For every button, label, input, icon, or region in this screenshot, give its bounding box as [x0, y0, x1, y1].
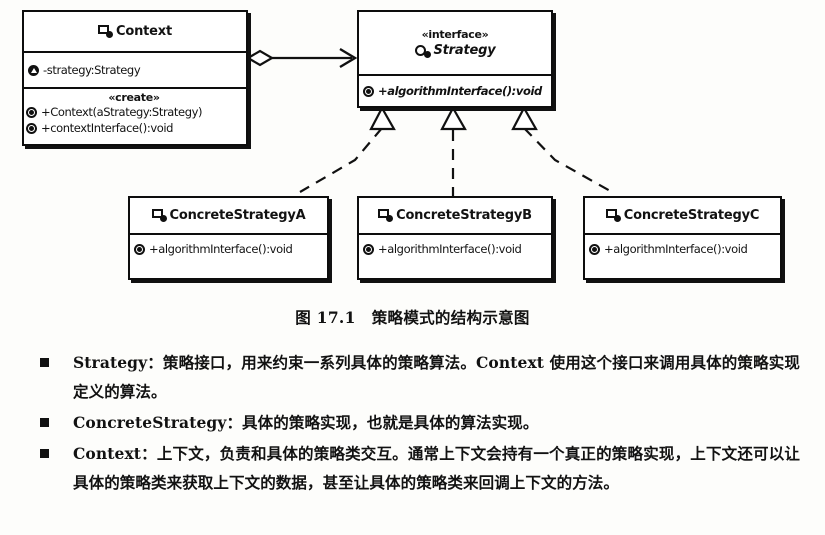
method-icon — [363, 85, 374, 97]
operation-row: +algorithmInterface():void — [363, 241, 547, 257]
strategy-header: «interface» Strategy — [359, 12, 551, 74]
attribute-icon — [28, 64, 39, 76]
relation-realization-concretec-strategy — [511, 105, 613, 193]
uml-class-diagram: Context -strategy:Strategy «create» +Con… — [22, 10, 782, 280]
method-icon — [26, 106, 37, 118]
class-icon — [605, 209, 621, 222]
description-list: Strategy：策略接口，用来约束一系列具体的策略算法。Context 使用这… — [40, 348, 800, 499]
operation-text: +contextInterface():void — [41, 121, 174, 135]
context-header: Context — [24, 12, 246, 51]
class-icon — [98, 25, 114, 38]
interface-icon — [414, 44, 431, 58]
uml-class-concretestrategyb[interactable]: ConcreteStrategyB +algorithmInterface():… — [357, 196, 553, 280]
relation-realization-concretea-strategy — [299, 105, 396, 193]
figure-number: 图 17.1 — [295, 308, 356, 327]
list-item-text: ConcreteStrategy：具体的策略实现，也就是具体的算法实现。 — [73, 413, 539, 432]
create-stereotype: «create» — [108, 91, 160, 104]
uml-class-concretestrategya[interactable]: ConcreteStrategyA +algorithmInterface():… — [128, 196, 329, 280]
relation-realization-concreteb-strategy — [440, 105, 467, 196]
operation-row: +Context(aStrategy:Strategy) — [26, 104, 242, 120]
concreteb-class-name: ConcreteStrategyB — [396, 208, 532, 223]
context-attributes: -strategy:Strategy — [24, 51, 246, 87]
operation-text: +algorithmInterface():void — [149, 242, 293, 256]
bullet-square-icon — [40, 358, 49, 367]
concretec-class-name: ConcreteStrategyC — [623, 208, 760, 223]
list-item: ConcreteStrategy：具体的策略实现，也就是具体的算法实现。 — [40, 408, 800, 437]
uml-class-concretestrategyc[interactable]: ConcreteStrategyC +algorithmInterface():… — [583, 196, 782, 280]
strategy-class-name: Strategy — [433, 43, 496, 58]
class-icon — [151, 209, 167, 222]
list-item: Strategy：策略接口，用来约束一系列具体的策略算法。Context 使用这… — [40, 348, 800, 406]
operation-row: +algorithmInterface():void — [134, 241, 323, 257]
operation-text: +algorithmInterface():void — [604, 242, 748, 256]
method-icon — [26, 122, 37, 134]
list-item-text: Context：上下文，负责和具体的策略类交互。通常上下文会持有一个真正的策略实… — [73, 444, 800, 492]
attribute-row: -strategy:Strategy — [28, 62, 141, 78]
method-icon — [589, 243, 600, 255]
operation-text: +Context(aStrategy:Strategy) — [41, 105, 203, 119]
diagram-connectors — [245, 47, 613, 196]
context-class-name: Context — [116, 24, 172, 39]
list-item: Context：上下文，负责和具体的策略类交互。通常上下文会持有一个真正的策略实… — [40, 439, 800, 497]
concretec-header: ConcreteStrategyC — [585, 198, 780, 233]
attribute-text: -strategy:Strategy — [43, 63, 141, 77]
operation-row: +algorithmInterface():void — [589, 241, 776, 257]
relation-aggregation-context-strategy — [245, 47, 358, 69]
method-icon — [134, 243, 145, 255]
strategy-operations: +algorithmInterface():void — [359, 74, 551, 106]
operation-text: +algorithmInterface():void — [378, 242, 522, 256]
operation-row: +algorithmInterface():void — [363, 83, 542, 99]
interface-stereotype: «interface» — [421, 28, 489, 41]
operation-text: +algorithmInterface():void — [378, 84, 542, 98]
figure-title: 策略模式的结构示意图 — [371, 308, 530, 327]
concretea-operations: +algorithmInterface():void — [130, 233, 327, 278]
concretea-header: ConcreteStrategyA — [130, 198, 327, 233]
uml-interface-strategy[interactable]: «interface» Strategy +algorithmInterface… — [357, 10, 553, 108]
concretec-operations: +algorithmInterface():void — [585, 233, 780, 278]
figure-caption: 图 17.1 策略模式的结构示意图 — [0, 306, 825, 328]
uml-class-context[interactable]: Context -strategy:Strategy «create» +Con… — [22, 10, 248, 146]
method-icon — [363, 243, 374, 255]
list-item-text: Strategy：策略接口，用来约束一系列具体的策略算法。Context 使用这… — [73, 353, 800, 401]
class-icon — [378, 209, 394, 222]
concreteb-operations: +algorithmInterface():void — [359, 233, 551, 278]
context-operations: «create» +Context(aStrategy:Strategy) +c… — [24, 87, 246, 144]
concretea-class-name: ConcreteStrategyA — [169, 208, 306, 223]
operation-row: +contextInterface():void — [26, 120, 242, 136]
concreteb-header: ConcreteStrategyB — [359, 198, 551, 233]
bullet-square-icon — [40, 449, 49, 458]
bullet-square-icon — [40, 418, 49, 427]
